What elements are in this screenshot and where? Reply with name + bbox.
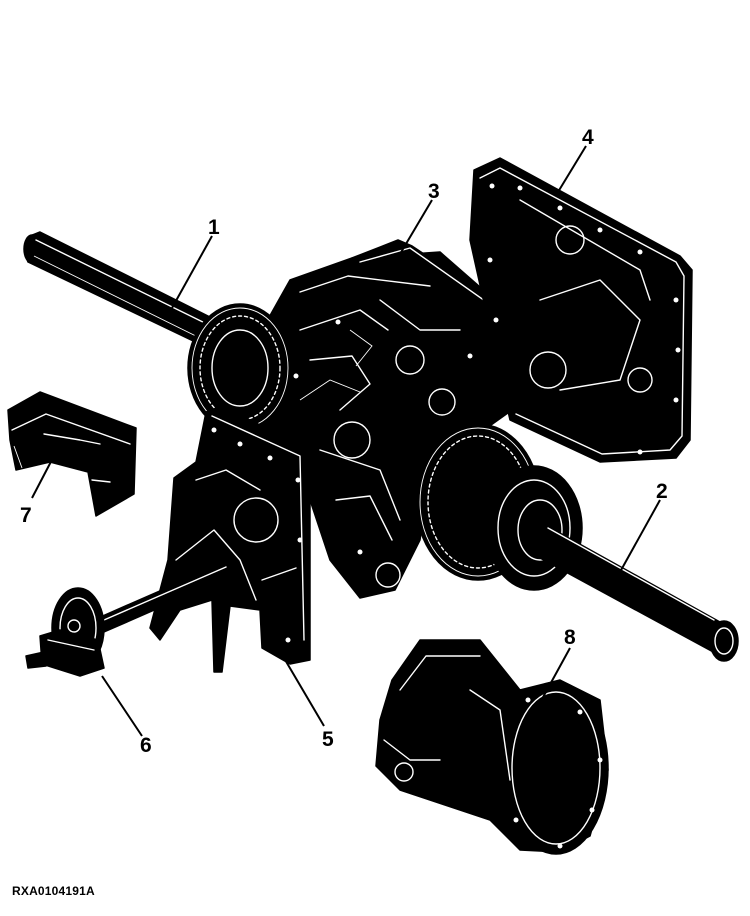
leader-4: [557, 145, 587, 193]
leader-7: [31, 451, 57, 499]
left-ring-gear: [187, 303, 293, 433]
part-5-mounting-frame: [149, 405, 311, 673]
part-3-transmission-housing: [244, 239, 521, 599]
right-ring-gear: [415, 423, 583, 591]
leader-8: [535, 647, 571, 711]
callout-5: 5: [322, 728, 334, 751]
part-7-cover-bracket: [7, 391, 137, 517]
callout-1: 1: [208, 216, 220, 239]
leader-1: [171, 235, 213, 309]
callout-labels: 1 2 3 4 5 6 7 8: [20, 126, 668, 757]
part-6-drive-shaft: [25, 561, 233, 677]
leader-2: [609, 499, 661, 591]
part-1-left-axle-shaft: [23, 231, 221, 351]
leader-lines: [31, 145, 661, 737]
callout-4: 4: [582, 126, 594, 149]
callout-7: 7: [20, 504, 32, 527]
callout-6: 6: [140, 734, 152, 757]
leader-6: [101, 675, 143, 737]
leader-3: [399, 199, 433, 255]
callout-3: 3: [428, 180, 440, 203]
part-4-rear-cover: [469, 157, 693, 463]
figure-code: RXA0104191A: [12, 884, 95, 898]
callout-8: 8: [564, 626, 576, 649]
part-2-right-axle-shaft: [539, 521, 739, 662]
part-8-final-drive-housing: [375, 639, 609, 855]
leader-5: [283, 657, 325, 727]
callout-2: 2: [656, 480, 668, 503]
